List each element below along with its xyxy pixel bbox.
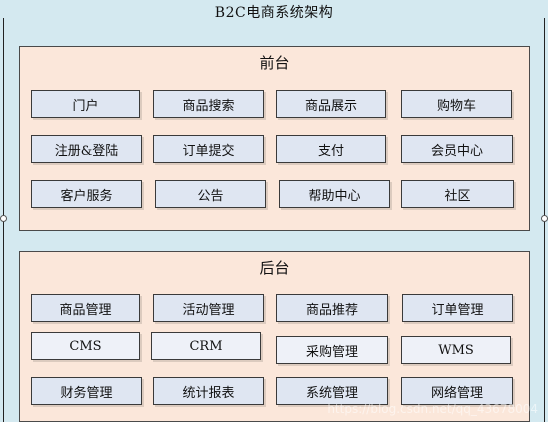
left-resize-handle[interactable] [0, 215, 7, 222]
frontend-module-register-login[interactable]: 注册&登陆 [31, 135, 142, 163]
frontend-module-help-center[interactable]: 帮助中心 [279, 180, 390, 208]
backend-module-product-recommendation[interactable]: 商品推荐 [276, 294, 388, 322]
frontend-module-shopping-cart[interactable]: 购物车 [401, 90, 512, 118]
backend-panel: 后台 商品管理 活动管理 商品推荐 订单管理 CMS CRM 采购管理 WMS … [19, 251, 530, 422]
diagram-title: B2C电商系统架构 [214, 5, 334, 21]
backend-module-promotion-management[interactable]: 活动管理 [153, 294, 264, 322]
backend-module-crm[interactable]: CRM [151, 332, 261, 360]
backend-module-wms[interactable]: WMS [401, 336, 511, 364]
backend-module-order-management[interactable]: 订单管理 [402, 294, 513, 322]
frontend-module-product-display[interactable]: 商品展示 [276, 90, 386, 118]
frontend-module-order-submit[interactable]: 订单提交 [153, 135, 264, 163]
frontend-module-payment[interactable]: 支付 [276, 135, 386, 163]
frontend-module-portal[interactable]: 门户 [31, 90, 140, 118]
backend-module-statistics-report[interactable]: 统计报表 [153, 377, 264, 405]
backend-module-system-management[interactable]: 系统管理 [276, 377, 388, 405]
frontend-panel: 前台 门户 商品搜索 商品展示 购物车 注册&登陆 订单提交 支付 会员中心 客… [19, 46, 530, 231]
backend-module-procurement-management[interactable]: 采购管理 [276, 336, 388, 364]
frontend-panel-title: 前台 [259, 54, 290, 72]
backend-module-product-management[interactable]: 商品管理 [31, 294, 140, 322]
right-resize-handle[interactable] [541, 215, 548, 222]
backend-module-cms[interactable]: CMS [31, 332, 140, 360]
frontend-module-member-center[interactable]: 会员中心 [401, 135, 513, 163]
frontend-module-announcement[interactable]: 公告 [155, 180, 266, 208]
frontend-module-product-search[interactable]: 商品搜索 [153, 90, 264, 118]
frontend-module-community[interactable]: 社区 [401, 180, 514, 208]
backend-module-network-management[interactable]: 网络管理 [401, 377, 513, 405]
backend-panel-title: 后台 [259, 259, 290, 277]
backend-module-finance-management[interactable]: 财务管理 [31, 377, 142, 405]
frontend-module-customer-service[interactable]: 客户服务 [31, 180, 142, 208]
watermark-text: https://blog.csdn.net/qq_43678004 [327, 402, 538, 416]
